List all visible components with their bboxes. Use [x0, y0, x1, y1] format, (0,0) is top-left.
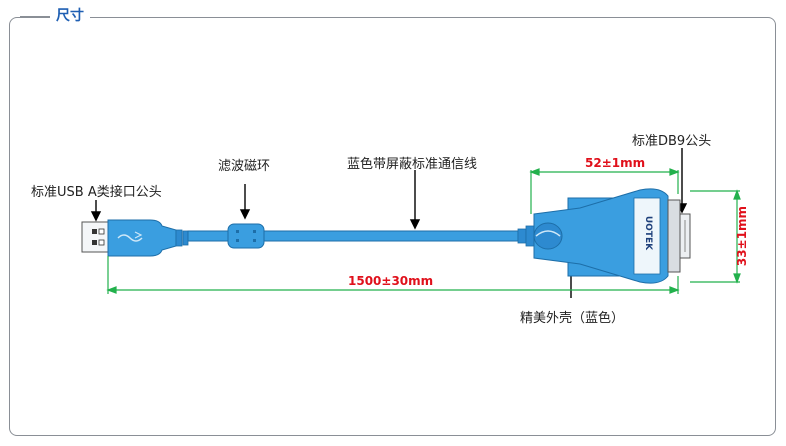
- shell-label: 精美外壳（蓝色）: [520, 311, 625, 326]
- db9-converter: [517, 188, 691, 284]
- width-dimension: 52±1mm: [585, 156, 646, 170]
- length-dimension: 1500±30mm: [348, 274, 434, 288]
- ferrite-core: [227, 223, 265, 249]
- frame-title-line: [20, 16, 50, 17]
- usb-plug: [81, 219, 189, 257]
- db9-label: 标准DB9公头: [632, 134, 712, 149]
- height-dimension: 33±1mm: [735, 205, 750, 267]
- diagram-frame: [9, 17, 776, 436]
- section-title: 尺寸: [50, 6, 90, 26]
- usb-label: 标准USB A类接口公头: [31, 185, 162, 200]
- dimension-lines: [106, 168, 741, 294]
- leader-lines: [90, 148, 688, 298]
- ferrite-label: 滤波磁环: [218, 159, 271, 174]
- cable-label: 蓝色带屏蔽标准通信线: [347, 157, 478, 172]
- brand-label: UOTEK: [643, 215, 653, 251]
